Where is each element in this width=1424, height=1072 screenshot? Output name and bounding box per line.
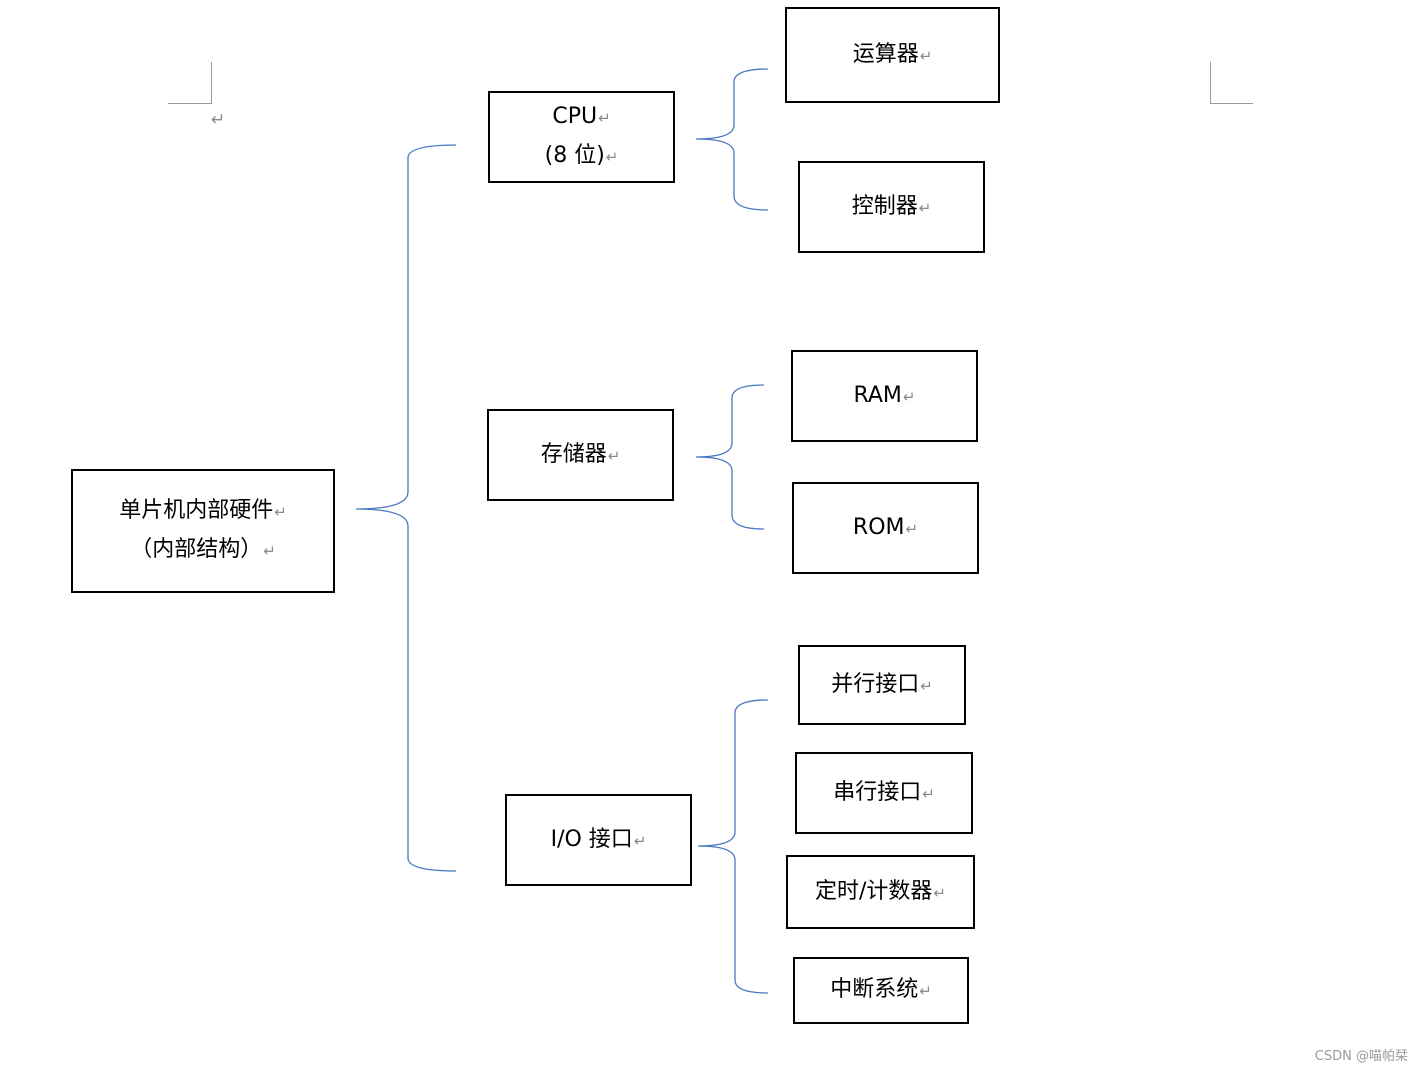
io-node: I/O 接口↵ (505, 794, 692, 886)
crop-mark-right (1210, 62, 1253, 104)
alu-node: 运算器↵ (785, 7, 1000, 103)
controller-node: 控制器↵ (798, 161, 985, 253)
watermark: CSDN @喵帕栞 (1314, 1049, 1408, 1064)
memory-brace (695, 384, 765, 530)
timer-counter-label: 定时/计数器 (815, 878, 933, 904)
root-brace (355, 144, 457, 872)
cpu-node: CPU↵ (8 位)↵ (488, 91, 675, 183)
alu-label: 运算器 (852, 41, 919, 67)
root-label-line2: （内部结构）↵ (130, 537, 276, 562)
root-label-line1: 单片机内部硬件↵ (119, 498, 287, 523)
paragraph-mark: ↵ (211, 110, 226, 130)
memory-label: 存储器↵ (540, 441, 621, 467)
root-node: 单片机内部硬件↵ （内部结构）↵ (71, 469, 335, 593)
rom-label: ROM (852, 514, 905, 540)
timer-counter-node: 定时/计数器↵ (786, 855, 975, 929)
memory-node: 存储器↵ (487, 409, 674, 501)
parallel-port-label: 并行接口 (831, 671, 920, 697)
interrupt-system-node: 中断系统↵ (793, 957, 969, 1024)
ram-label: RAM (853, 382, 902, 408)
ram-node: RAM↵ (791, 350, 978, 442)
parallel-port-node: 并行接口↵ (798, 645, 966, 725)
serial-port-node: 串行接口↵ (795, 752, 973, 834)
rom-node: ROM↵ (792, 482, 979, 574)
crop-mark-left (168, 62, 212, 104)
interrupt-system-label: 中断系统 (830, 977, 919, 1002)
cpu-brace (695, 68, 769, 211)
io-brace (697, 699, 769, 994)
controller-label: 控制器 (851, 193, 918, 219)
cpu-label-line1: CPU↵ (552, 104, 611, 129)
cpu-label-line2: (8 位)↵ (544, 143, 619, 168)
io-label: I/O 接口↵ (550, 826, 647, 852)
serial-port-label: 串行接口 (833, 779, 922, 805)
